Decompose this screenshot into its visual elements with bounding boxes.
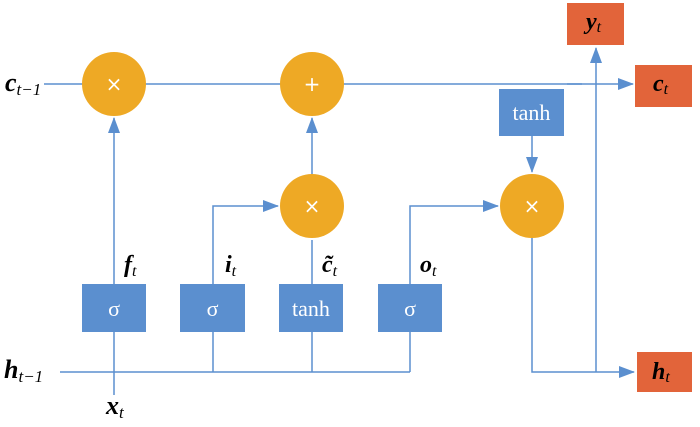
gate-label: it (225, 252, 237, 280)
multiply-icon: × (304, 194, 321, 218)
multiply-icon: × (524, 194, 541, 218)
gate-function: tanh (292, 296, 330, 321)
input-h-prev: ht−1 (4, 355, 43, 386)
input-x: xt (105, 391, 125, 422)
operator-output-mult: × (500, 174, 564, 238)
gate-input: σ it (180, 252, 245, 332)
input-gate-arrow (212, 200, 279, 284)
tanh-label: tanh (513, 100, 551, 125)
gate-candidate: tanh c̃t (279, 252, 343, 332)
output-label: ct (653, 71, 669, 98)
output-c: ct (635, 65, 692, 107)
gate-label: ot (420, 252, 437, 280)
operator-input-mult: × (280, 174, 344, 238)
connections (44, 47, 635, 395)
output-label: ht (652, 359, 670, 386)
gate-label: ft (124, 252, 137, 280)
gate-label: c̃t (322, 252, 338, 280)
gate-function: σ (207, 296, 219, 321)
output-label: yt (583, 9, 602, 36)
output-y: yt (567, 3, 624, 45)
hidden-output-arrow (531, 238, 635, 378)
multiply-icon: × (106, 72, 123, 96)
plus-icon: + (304, 72, 321, 96)
gate-forget: σ ft (82, 252, 146, 332)
output-h: ht (637, 352, 692, 392)
input-c-prev: ct−1 (5, 68, 41, 99)
gate-function: σ (404, 296, 416, 321)
cell-tanh-box: tanh (499, 89, 564, 136)
output-gate-arrow (409, 200, 499, 284)
operator-forget-mult: × (82, 52, 146, 116)
gate-output: σ ot (378, 252, 442, 332)
gate-function: σ (108, 296, 120, 321)
operator-add: + (280, 52, 344, 116)
